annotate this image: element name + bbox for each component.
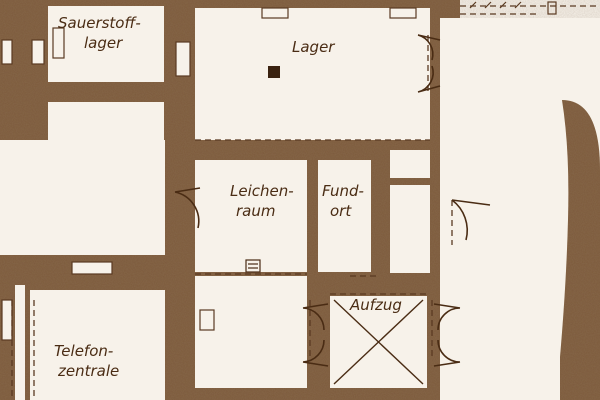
floor-drain-icon — [268, 66, 280, 78]
label-fundort-1: Fund- — [322, 182, 364, 200]
label-telefonzentrale-2: zentrale — [57, 362, 119, 380]
label-aufzug: Aufzug — [349, 296, 402, 314]
door-aufzug-left-1 — [302, 303, 329, 331]
label-sauerstofflager-1: Sauerstoff- — [58, 14, 141, 32]
room-sauerstofflager — [48, 6, 164, 82]
closet-small — [390, 150, 430, 178]
label-fundort-2: ort — [330, 202, 352, 220]
label-telefonzentrale-1: Telefon- — [54, 342, 113, 360]
door-closet — [451, 199, 491, 241]
dashed-lines — [11, 5, 600, 400]
label-leichenraum-1: Leichen- — [230, 182, 294, 200]
room-leichenraum — [195, 160, 307, 272]
room-telefonzentrale — [30, 290, 165, 400]
door-lager-upper — [417, 34, 441, 61]
label-lager: Lager — [292, 38, 335, 56]
gap-left-bottom — [15, 285, 25, 400]
hatch-marks — [469, 1, 557, 15]
label-sauerstofflager-2: lager — [84, 34, 123, 52]
corridor-left-upper — [48, 102, 164, 142]
door-aufzug-right-1 — [433, 303, 461, 331]
door-leichenraum — [174, 187, 201, 229]
doors — [174, 34, 491, 367]
corridor-left — [0, 140, 165, 255]
corridor-right — [440, 18, 560, 400]
room-fundort — [318, 160, 371, 272]
elevator-shaft-cross — [333, 299, 424, 385]
closet-tall — [390, 185, 430, 273]
door-lager-lower — [417, 65, 441, 93]
room-lower-middle — [195, 276, 307, 388]
room-lager — [195, 8, 430, 140]
door-aufzug-left-2 — [302, 339, 329, 367]
door-aufzug-right-2 — [433, 339, 461, 367]
wall-openings — [1, 7, 417, 341]
label-leichenraum-2: raum — [236, 202, 275, 220]
vent-grille-icon — [245, 259, 261, 273]
curved-outer-wall — [556, 100, 600, 400]
